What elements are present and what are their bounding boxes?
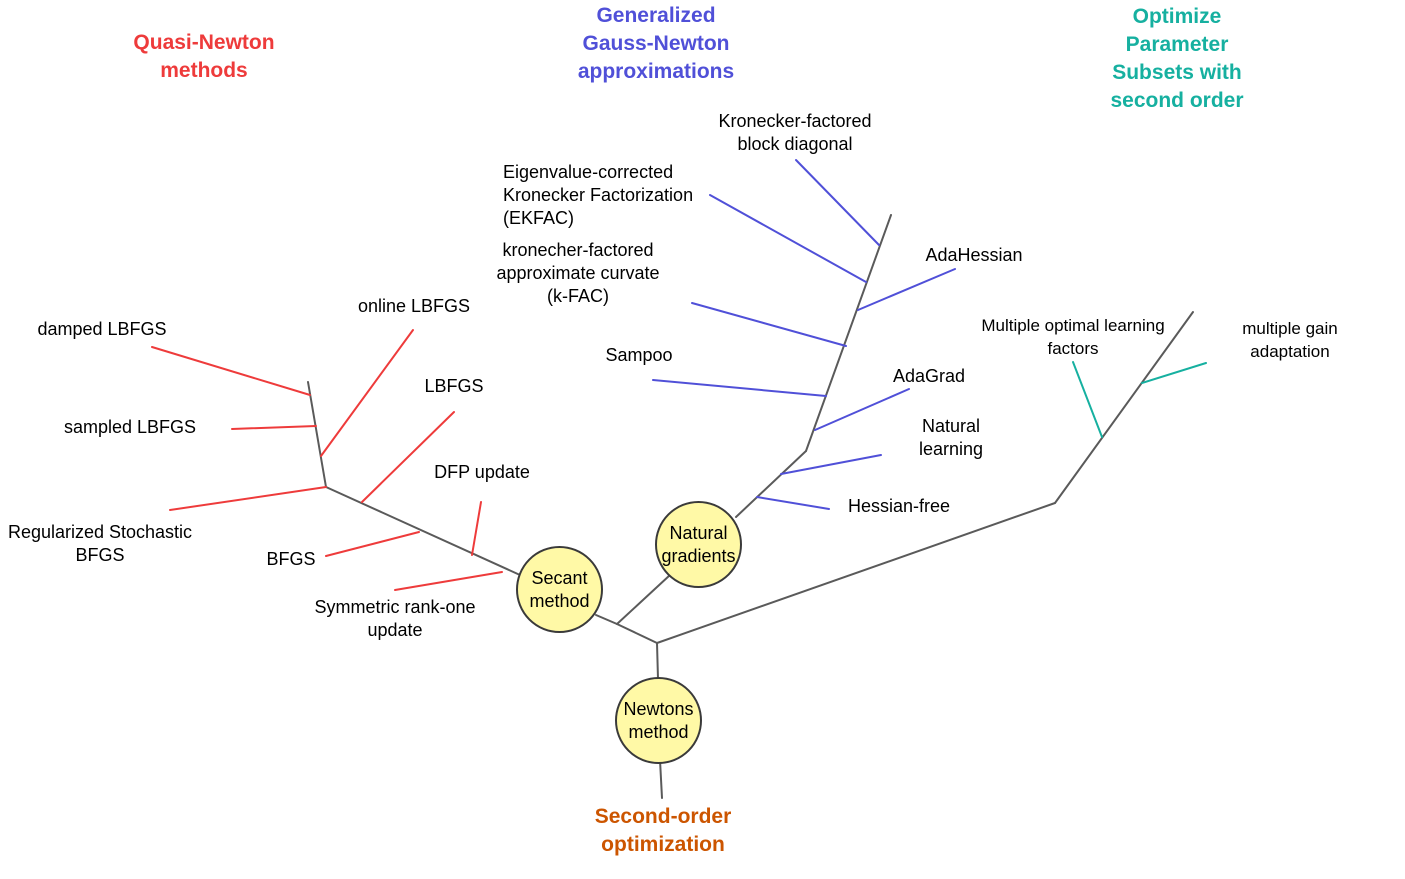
node-newtons-method: Newtons method — [615, 677, 702, 764]
label-ekfac: Eigenvalue-corrected Kronecker Factoriza… — [503, 162, 694, 228]
edge-natural-learning — [780, 454, 882, 475]
label-sampoo: Sampoo — [605, 345, 673, 365]
node-natural-gradients-label: Natural gradients — [661, 522, 736, 566]
edge-adagrad — [814, 388, 910, 431]
edge-reg-stochastic-bfgs — [169, 486, 327, 511]
edge-lbfgs — [361, 411, 455, 503]
label-kfac-block: Kronecker-factored block diagonal — [718, 111, 872, 154]
edge-adahessian — [857, 268, 956, 311]
edge-dfp-update — [471, 501, 482, 556]
edge-kfac-block — [795, 159, 880, 246]
heading-gauss-newton: Generalized Gauss-Newton approximations — [577, 4, 735, 83]
qn-spine — [307, 381, 327, 488]
trunk-natural-to-gn-spine — [735, 450, 807, 518]
heading-root: Second-order optimization — [594, 805, 732, 856]
heading-quasi-newton: Quasi-Newton methods — [133, 31, 275, 82]
label-reg-stochastic-bfgs: Regularized Stochastic BFGS — [7, 522, 193, 565]
trunk-to-secant — [595, 614, 618, 625]
trunk-to-natural-gradients — [616, 574, 671, 625]
edge-sr1 — [394, 571, 503, 591]
edge-sampoo — [652, 379, 827, 397]
label-sampled-lbfgs: sampled LBFGS — [63, 417, 197, 437]
node-secant-method-label: Secant method — [529, 567, 590, 611]
edge-hessian-free — [756, 496, 830, 510]
edge-multiple-gain — [1141, 362, 1207, 384]
edge-multiple-optimal — [1072, 361, 1103, 438]
root-stem — [659, 759, 663, 799]
subsets-spine — [1054, 311, 1194, 504]
label-multiple-optimal: Multiple optimal learning factors — [981, 316, 1165, 358]
qn-main — [325, 486, 521, 576]
edge-online-lbfgs — [320, 329, 414, 457]
trunk-junction-to-secant-branch — [616, 623, 658, 644]
label-multiple-gain: multiple gain adaptation — [1242, 319, 1338, 361]
node-natural-gradients: Natural gradients — [655, 501, 742, 588]
label-kfac: kronecher-factored approximate curvate (… — [496, 240, 660, 306]
label-sr1: Symmetric rank-one update — [314, 597, 476, 640]
label-lbfgs: LBFGS — [424, 376, 484, 396]
label-dfp-update: DFP update — [434, 462, 530, 482]
edge-damped-lbfgs — [151, 346, 311, 396]
node-newtons-method-label: Newtons method — [623, 698, 694, 742]
gn-spine — [805, 214, 892, 452]
edge-kfac — [691, 302, 847, 347]
edge-sampled-lbfgs — [231, 425, 317, 430]
label-adagrad: AdaGrad — [892, 366, 966, 386]
label-hessian-free: Hessian-free — [847, 496, 951, 516]
label-bfgs: BFGS — [266, 549, 316, 569]
label-natural-learning: Natural learning — [918, 416, 984, 459]
trunk-to-subsets — [656, 502, 1056, 644]
edge-ekfac — [709, 194, 867, 283]
heading-subsets: Optimize Parameter Subsets with second o… — [1110, 5, 1244, 112]
label-damped-lbfgs: damped LBFGS — [37, 319, 167, 339]
trunk-newtons-to-junction — [656, 642, 659, 680]
label-online-lbfgs: online LBFGS — [357, 296, 471, 316]
label-adahessian: AdaHessian — [925, 245, 1023, 265]
edge-bfgs — [325, 531, 420, 557]
node-secant-method: Secant method — [516, 546, 603, 633]
